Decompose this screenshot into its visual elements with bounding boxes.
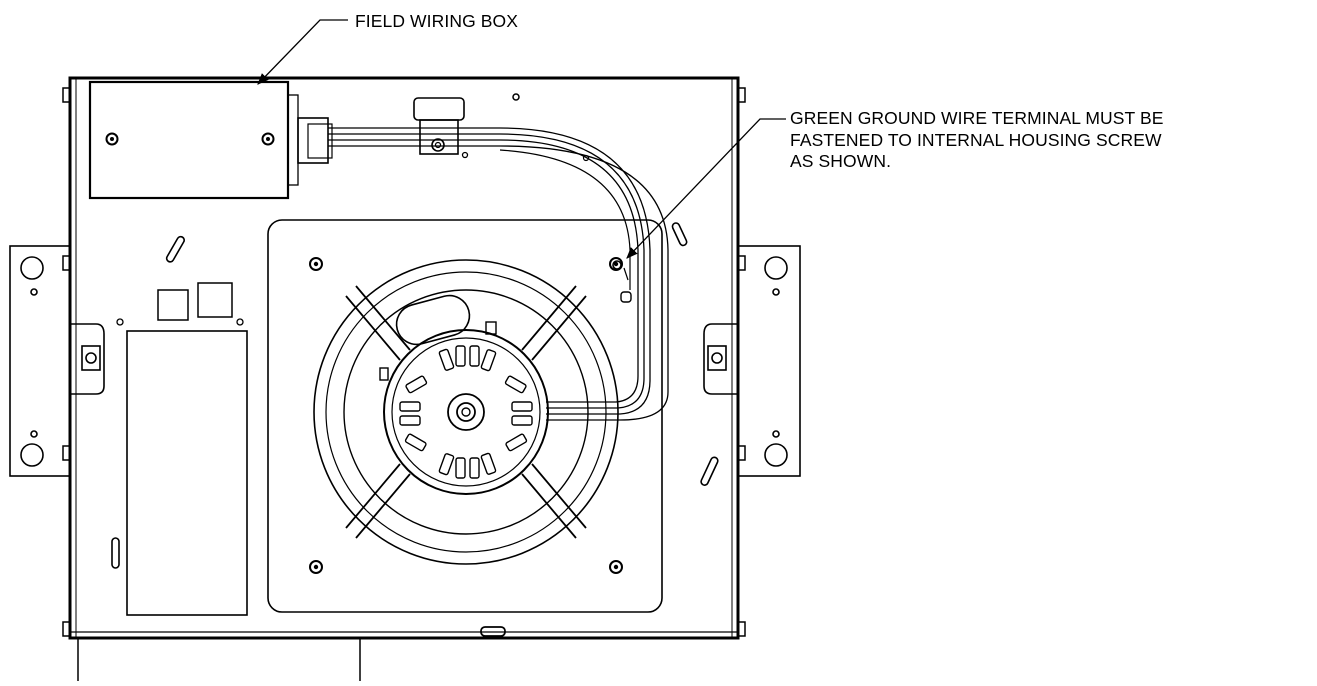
right-bracket [703,245,801,477]
ground-wire-label-line-2: FASTENED TO INTERNAL HOUSING SCREW [790,129,1162,150]
wiring-harness [328,97,669,421]
blower-plate [267,219,663,613]
callout-leaders [257,19,786,259]
blower-motor [313,259,619,565]
left-bracket [9,245,105,477]
field-wiring-box-label: FIELD WIRING BOX [355,11,519,31]
housing-panel [62,76,746,681]
ground-wire-label-line-1: GREEN GROUND WIRE TERMINAL MUST BE [790,108,1164,128]
ground-wire-label: GREEN GROUND WIRE TERMINAL MUST BE FASTE… [790,108,1164,173]
ground-wire-label-line-3: AS SHOWN. [790,151,892,171]
field-wiring-box [88,80,333,200]
